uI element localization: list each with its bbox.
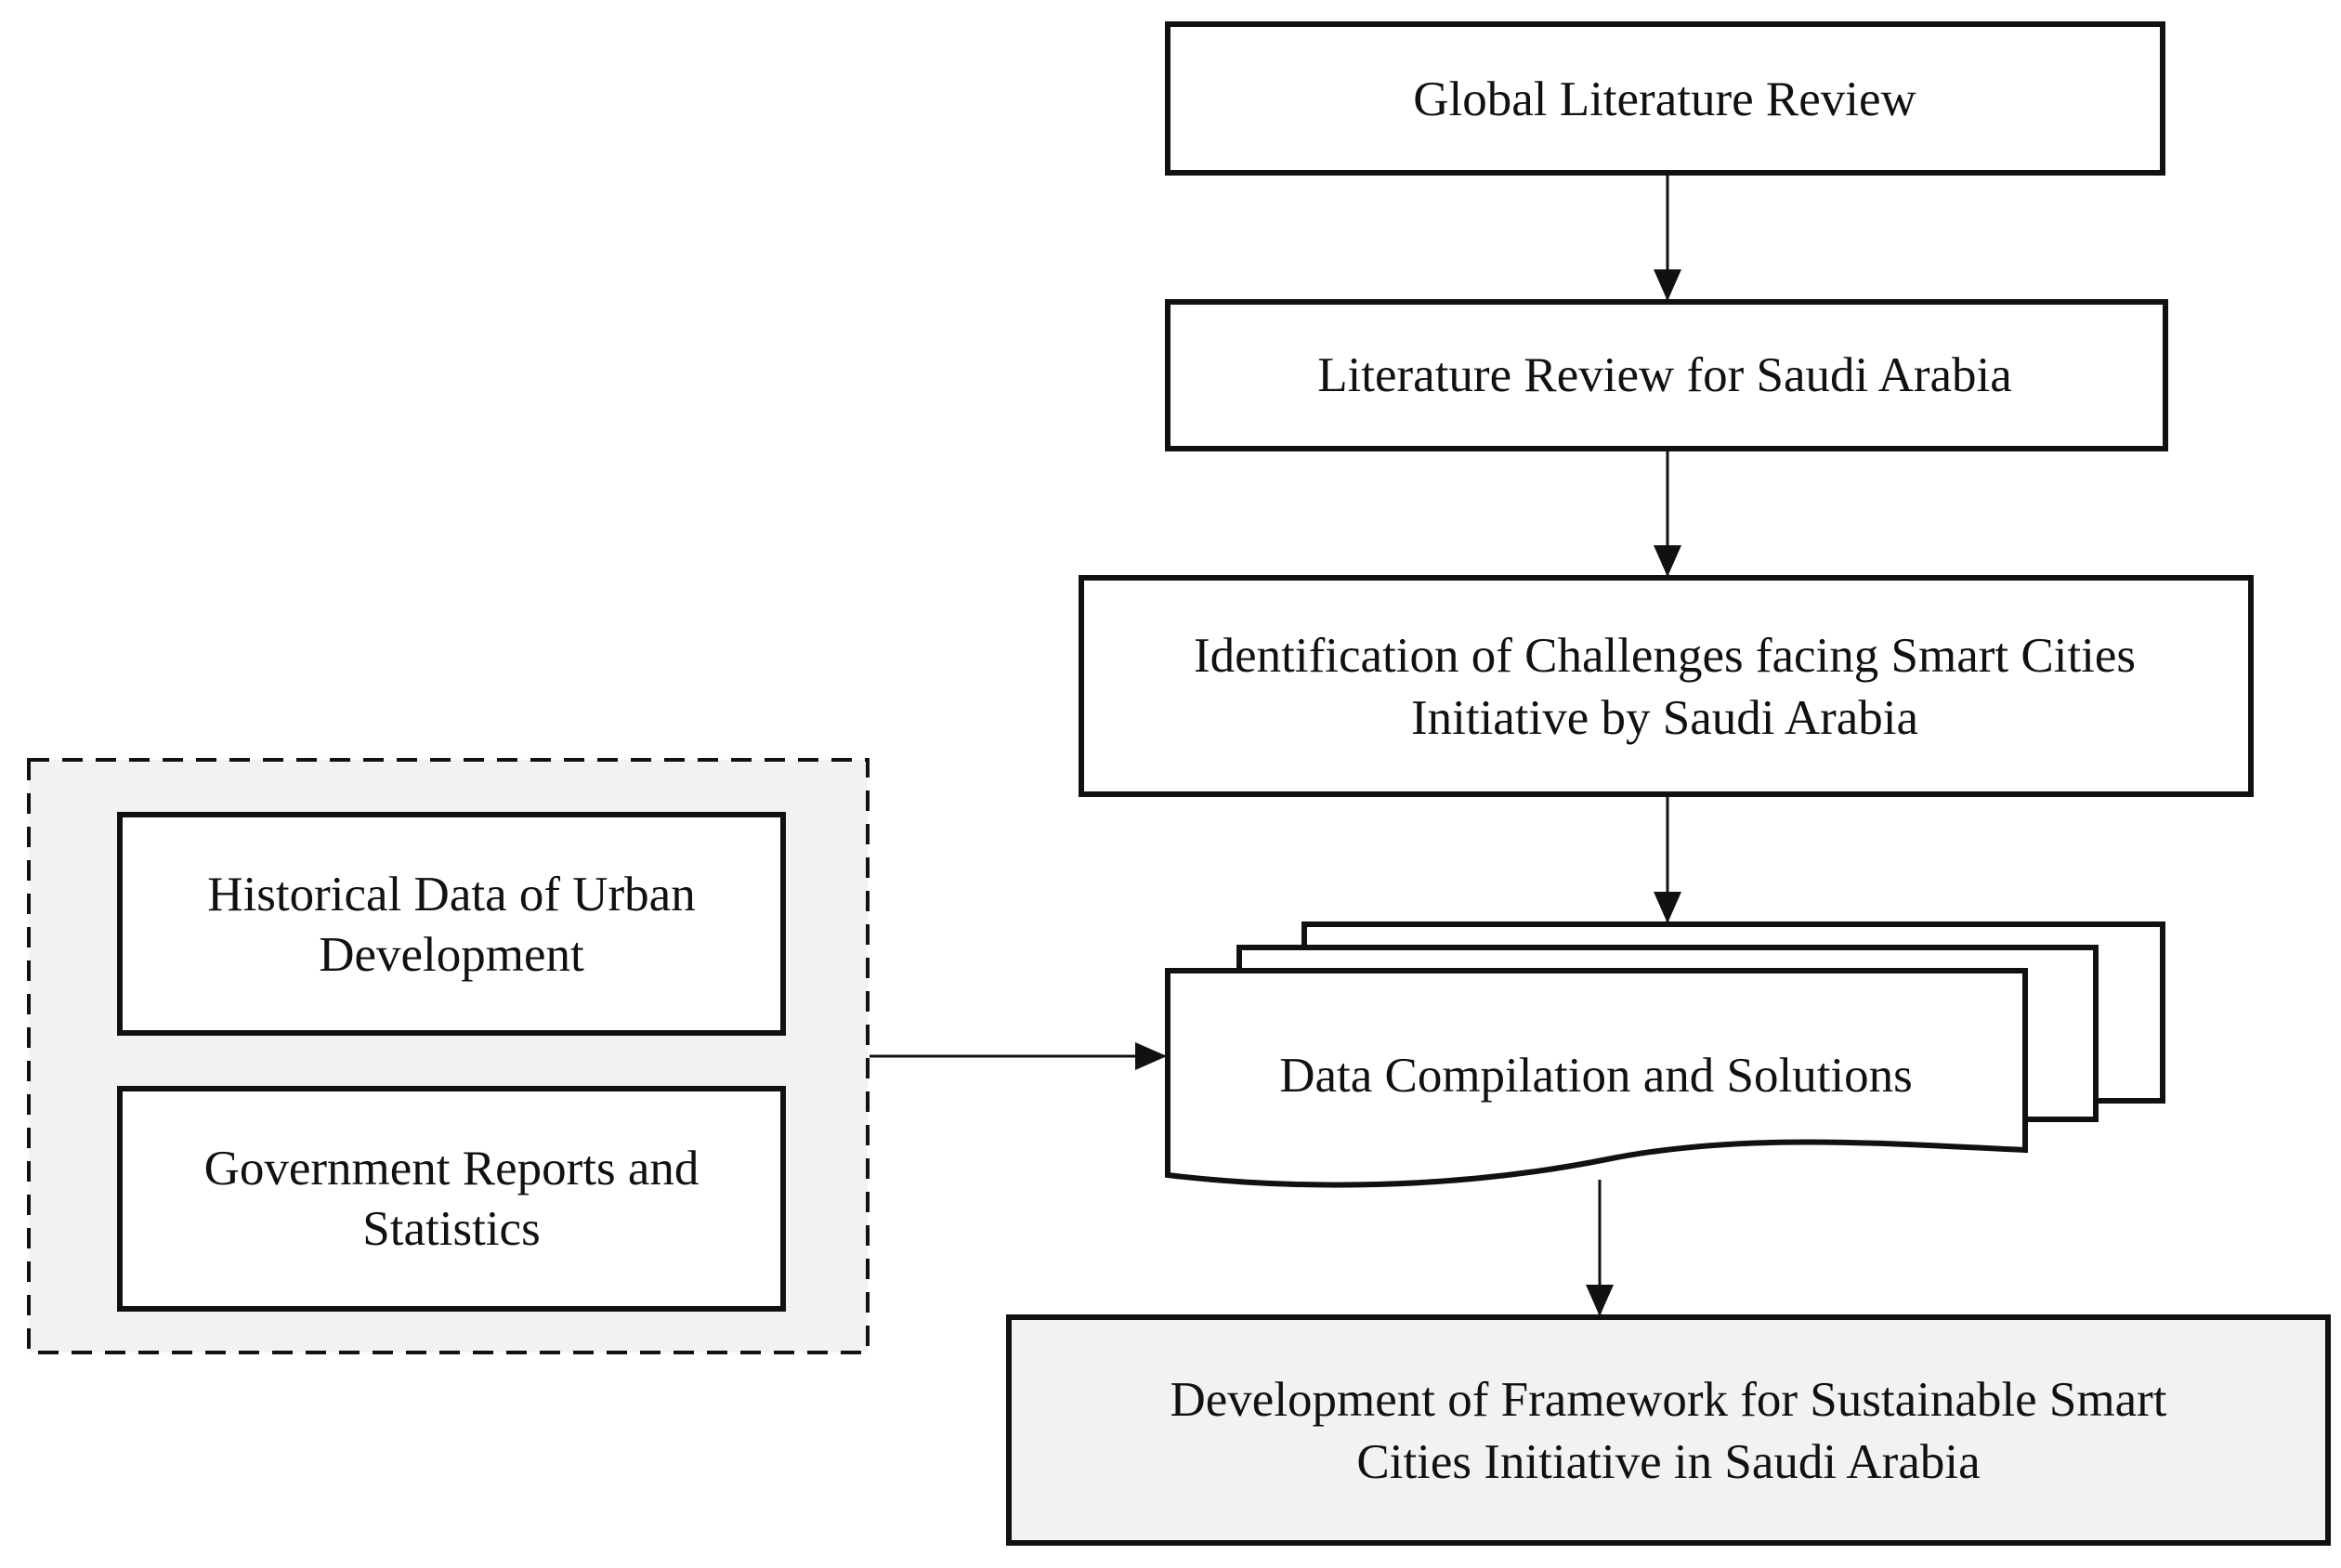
- government-reports-box: [117, 1086, 786, 1312]
- challenges-identification-line2: Initiative by Saudi Arabia: [1411, 691, 1918, 745]
- global-literature-review-label: Global Literature Review: [1413, 72, 1916, 126]
- historical-data-line1: Historical Data of Urban: [207, 868, 695, 921]
- challenges-identification-box: [1079, 575, 2254, 797]
- data-compilation-label: Data Compilation and Solutions: [1279, 1049, 1913, 1103]
- framework-development-box: [1006, 1314, 2331, 1546]
- framework-development-line2: Cities Initiative in Saudi Arabia: [1356, 1435, 1980, 1489]
- government-reports-line1: Government Reports and: [204, 1142, 700, 1196]
- document-stack-front-sheet: [1165, 968, 2028, 1188]
- saudi-literature-review-label: Literature Review for Saudi Arabia: [1317, 348, 2012, 402]
- historical-data-box: [117, 812, 786, 1036]
- saudi-literature-review-box: [1165, 299, 2168, 451]
- framework-development-line1: Development of Framework for Sustainable…: [1170, 1373, 2167, 1427]
- government-reports-line2: Statistics: [362, 1202, 540, 1256]
- challenges-identification-line1: Identification of Challenges facing Smar…: [1194, 629, 2136, 683]
- global-literature-review-box: [1165, 21, 2165, 176]
- historical-data-line2: Development: [319, 928, 584, 982]
- data-compilation-document-stack: [1165, 921, 2165, 1188]
